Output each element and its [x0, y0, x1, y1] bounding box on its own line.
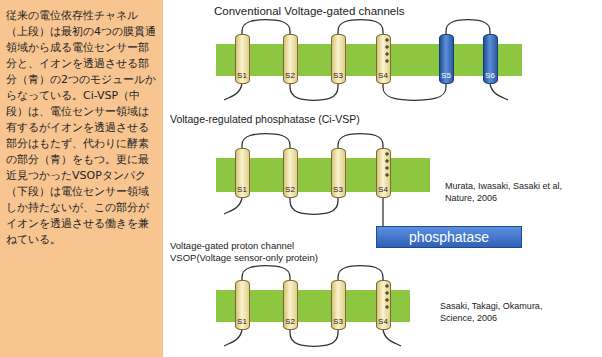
segment-label: S3	[333, 185, 343, 197]
membrane-band	[216, 44, 522, 76]
segment-label: S5	[441, 71, 451, 83]
segment-cylinder: S4	[376, 148, 391, 198]
loop-connector	[290, 198, 338, 214]
linker-connector	[382, 198, 383, 226]
segment-cylinder: S5	[439, 34, 454, 84]
loop-connector	[338, 266, 383, 280]
phosphatase-label: phosphatase	[409, 229, 489, 245]
segment-label: S1	[237, 71, 247, 83]
loop-connector	[242, 266, 290, 280]
plus-charge-marks	[385, 284, 389, 309]
citation: Murata, Iwasaki, Sasaki et al, Nature, 2…	[445, 180, 579, 204]
segment-cylinder: S3	[331, 280, 346, 330]
segment-cylinder: S3	[331, 34, 346, 84]
segment-label: S3	[333, 317, 343, 329]
description-paragraph: 従来の電位依存性チャネル（上段）は最初の4つの膜貫通領域から成る電位センサー部分…	[6, 8, 158, 248]
segment-cylinder: S4	[376, 280, 391, 330]
citation: Sasaki, Takagi, Okamura, Science, 2006	[440, 300, 574, 324]
segment-cylinder: S3	[331, 148, 346, 198]
loop-connector	[242, 20, 290, 34]
panel-heading: Voltage-regulated phosphatase (Ci-VSP)	[170, 113, 360, 126]
n-terminal-tail	[224, 84, 242, 100]
loop-connector	[383, 84, 446, 100]
c-terminal-tail	[383, 330, 401, 346]
plus-charge-marks	[385, 152, 389, 177]
segment-label: S1	[237, 317, 247, 329]
plus-charge-marks	[385, 38, 389, 63]
loop-connector	[446, 20, 490, 34]
segment-label: S6	[485, 71, 495, 83]
segment-label: S4	[378, 71, 388, 83]
loop-connector	[290, 84, 338, 100]
phosphatase-box: phosphatase	[376, 226, 522, 248]
loop-connector	[338, 134, 383, 148]
segment-cylinder: S1	[235, 148, 250, 198]
segment-label: S4	[378, 317, 388, 329]
segment-label: S4	[378, 185, 388, 197]
n-terminal-tail	[224, 330, 242, 346]
segment-label: S2	[285, 185, 295, 197]
segment-cylinder: S2	[283, 148, 298, 198]
panel-heading: Voltage-gated proton channel VSOP(Voltag…	[170, 240, 355, 264]
segment-cylinder: S2	[283, 34, 298, 84]
loop-connector	[290, 330, 338, 346]
segment-label: S3	[333, 71, 343, 83]
segment-label: S1	[237, 185, 247, 197]
segment-cylinder: S2	[283, 280, 298, 330]
segment-cylinder: S1	[235, 280, 250, 330]
c-terminal-tail	[490, 84, 508, 100]
panel-heading: Conventional Voltage-gated channels	[214, 4, 405, 18]
n-terminal-tail	[224, 198, 242, 214]
segment-cylinder: S1	[235, 34, 250, 84]
loop-connector	[242, 134, 290, 148]
segment-cylinder: S6	[483, 34, 498, 84]
segment-label: S2	[285, 71, 295, 83]
segment-cylinder: S4	[376, 34, 391, 84]
segment-label: S2	[285, 317, 295, 329]
loop-connector	[338, 20, 383, 34]
